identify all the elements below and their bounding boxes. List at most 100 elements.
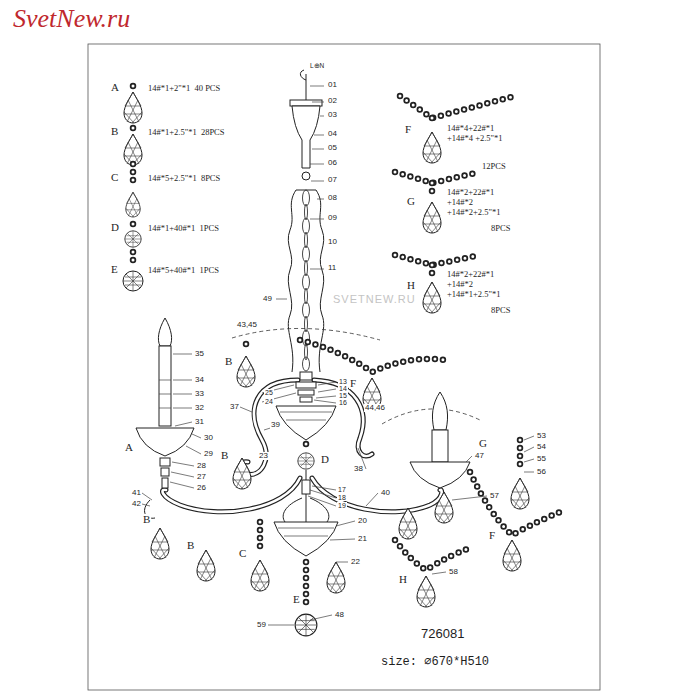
part-spec: 14#*1+2.5"*1 28PCS — [147, 128, 226, 137]
part-letter: B — [224, 356, 233, 367]
part-letter: B — [142, 514, 151, 525]
canopy — [292, 106, 320, 168]
callout-number: 56 — [536, 468, 547, 476]
cup-nut — [161, 468, 169, 476]
bead-string — [517, 440, 524, 472]
callout-number: 01 — [327, 81, 338, 89]
bead-string — [519, 440, 522, 472]
garland — [395, 255, 480, 265]
callout-number: 31 — [194, 418, 205, 426]
part-letter: E — [110, 264, 119, 275]
bulb — [432, 392, 447, 430]
bead — [130, 128, 137, 130]
part-letter: B — [220, 450, 229, 461]
part-letter: G — [406, 196, 416, 207]
crystal-drop — [124, 92, 142, 123]
part-letter: B — [186, 540, 195, 551]
crystal-drop — [197, 550, 215, 581]
bead-string — [303, 562, 310, 608]
model-number: 726081 — [420, 627, 465, 640]
part-letter: F — [349, 378, 357, 389]
ring — [302, 172, 310, 180]
wire-label: L⊕N — [309, 63, 325, 70]
candle-cup — [136, 428, 194, 456]
crystal-drop — [124, 134, 142, 165]
quantity-label: 8PCS — [490, 224, 511, 233]
callout-number: 48 — [334, 611, 345, 619]
bead — [303, 444, 310, 448]
stem — [306, 470, 307, 522]
bead — [132, 128, 135, 130]
crystal-drop — [423, 202, 441, 233]
crystal-ball — [298, 453, 314, 469]
garland — [470, 472, 565, 535]
callout-number: 29 — [203, 450, 214, 458]
candle-arm — [163, 478, 300, 512]
callout-number: 39 — [270, 421, 281, 429]
leader-line — [276, 86, 324, 299]
bead — [431, 183, 434, 197]
garland — [400, 96, 515, 118]
callout-number: 07 — [327, 176, 338, 184]
garland — [400, 96, 515, 118]
part-letter: B — [110, 126, 119, 137]
dashed-outline — [382, 409, 480, 424]
candle-sleeve — [432, 430, 448, 462]
crystal-drop — [423, 282, 441, 313]
callout-number: 03 — [327, 111, 338, 119]
bead — [245, 344, 248, 352]
garland — [395, 172, 480, 183]
callout-number: 02 — [327, 97, 338, 105]
callout-number: 25 — [264, 389, 274, 396]
callout-number: 26 — [196, 484, 207, 492]
candle-arm — [312, 478, 442, 512]
part-letter: F — [404, 124, 412, 135]
crystal-drop — [237, 356, 255, 387]
upper-bowl — [276, 406, 336, 440]
quantity-label: 12PCS — [481, 162, 507, 171]
candle-pattern — [159, 380, 171, 408]
callout-number: 37 — [229, 403, 240, 411]
callout-number: 11 — [327, 264, 337, 272]
bulb — [158, 318, 171, 346]
part-letter: G — [478, 438, 488, 449]
callout-number: 20 — [357, 517, 368, 525]
bead-string — [130, 252, 137, 266]
callout-number: 57 — [489, 492, 500, 500]
bead-string — [130, 164, 137, 188]
bead-string — [259, 522, 262, 554]
candle-arm — [312, 478, 442, 512]
part-spec: 14#*5+2.5"*1 8PCS — [147, 174, 221, 183]
crystal-drop — [423, 132, 441, 163]
candle-arm — [163, 478, 300, 512]
candle-cup — [410, 462, 470, 488]
part-spec: 14#*1+2"*1 40 PCS — [147, 84, 221, 93]
callout-number: 19 — [337, 502, 347, 509]
callout-number: 22 — [350, 558, 361, 566]
callout-number: 41 — [131, 489, 142, 497]
callout-number: 40 — [380, 489, 391, 497]
garland — [470, 472, 565, 535]
crystal-drop — [503, 540, 521, 571]
callout-number: 17 — [337, 486, 347, 493]
bead — [130, 224, 137, 226]
crystal-drop — [233, 458, 251, 489]
callout-number: 59 — [256, 621, 267, 629]
part-letter: D — [110, 222, 120, 233]
part-letter: H — [398, 574, 408, 585]
part-letter: A — [124, 442, 134, 453]
washer — [296, 382, 316, 388]
callout-number: 43,45 — [236, 321, 258, 329]
crystal-drop — [251, 560, 269, 591]
quantity-label: 8PCS — [490, 306, 511, 315]
callout-number: 58 — [448, 568, 459, 576]
callout-number: 53 — [536, 432, 547, 440]
callout-number: 35 — [194, 350, 205, 358]
callout-number: 28 — [196, 462, 207, 470]
part-letter: E — [292, 594, 301, 605]
callout-number: 38 — [353, 465, 364, 473]
stem-nut — [302, 480, 310, 494]
callout-number: 21 — [357, 535, 368, 543]
part-spec: 14#*1+40#*1 1PCS — [147, 224, 220, 233]
